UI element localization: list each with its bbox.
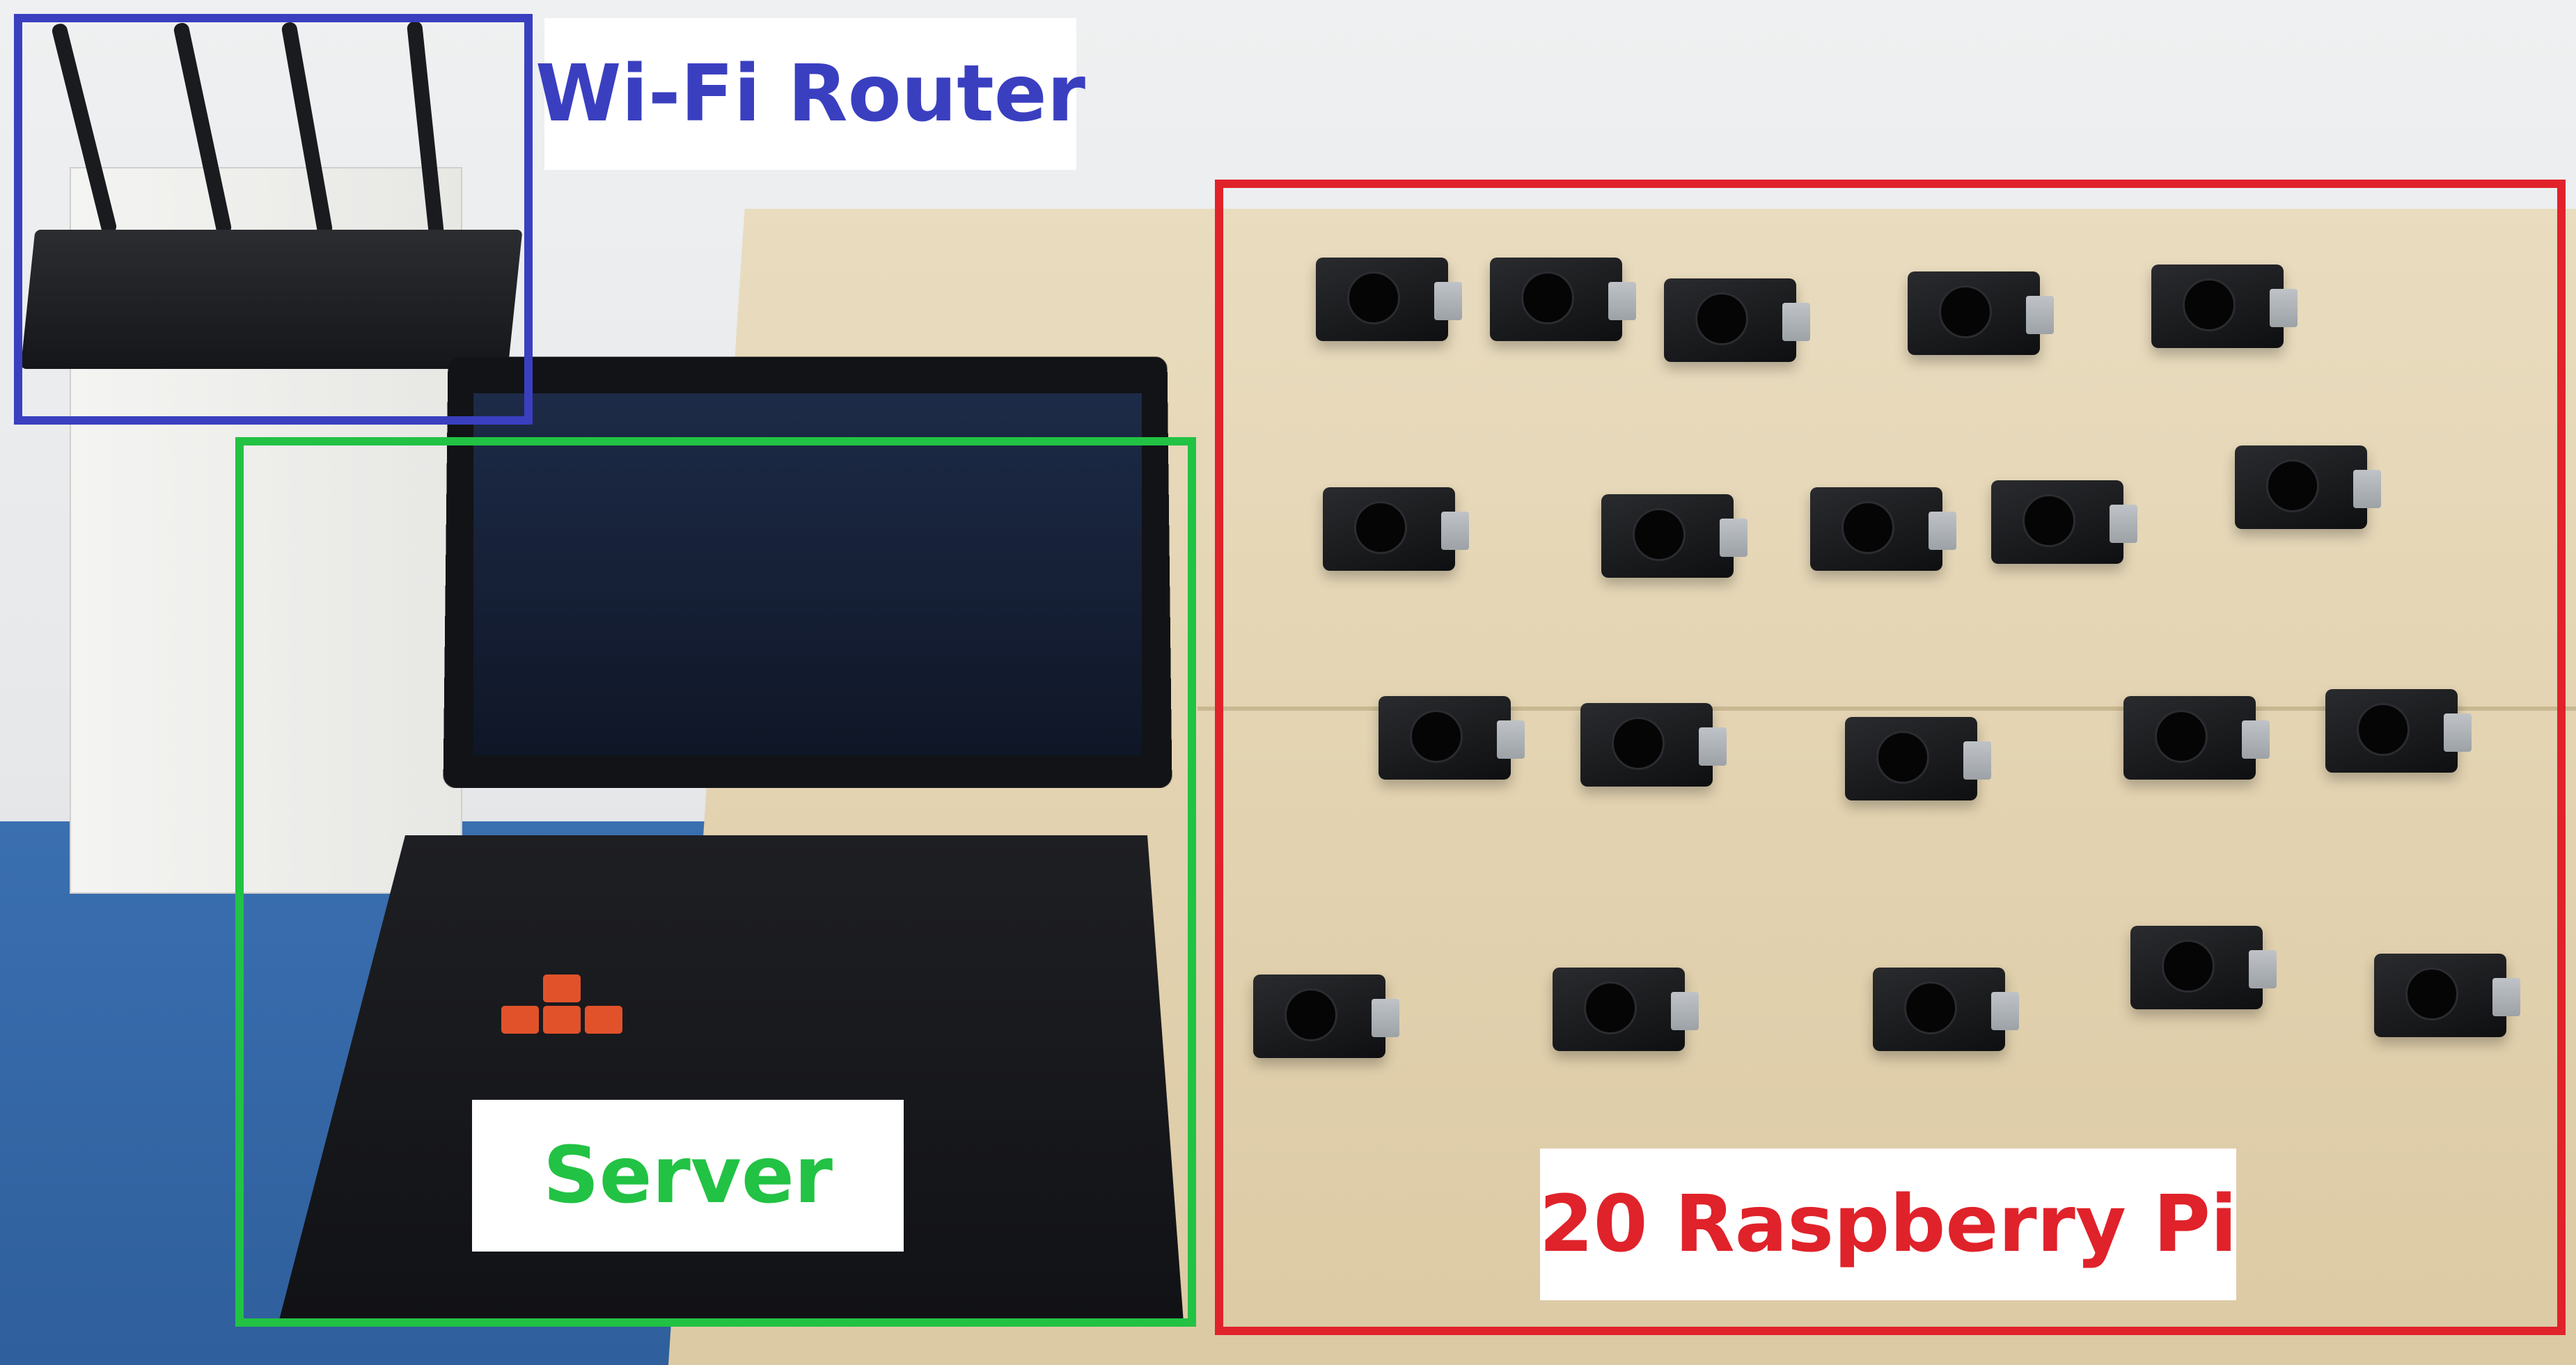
keyboard-key (543, 1006, 581, 1034)
fan-icon (1410, 710, 1463, 763)
raspberry-pi-device (2130, 926, 2277, 1009)
laptop-display (473, 393, 1142, 755)
raspberry-pi-highlight-box (1215, 180, 2566, 1335)
fan-icon (1285, 988, 1337, 1041)
raspberry-pi-label: 20 Raspberry Pi (1539, 1149, 2237, 1300)
raspberry-pi-device (1253, 975, 1399, 1058)
fan-icon (1939, 285, 1992, 338)
router-highlight-box (14, 14, 533, 425)
fan-icon (2183, 278, 2236, 331)
raspberry-pi-device (1810, 487, 1956, 571)
fan-icon (1584, 981, 1637, 1034)
raspberry-pi-device (1873, 968, 2019, 1051)
server-label: Server (472, 1100, 904, 1252)
fan-icon (2266, 459, 2319, 512)
router-label: Wi-Fi Router (535, 18, 1085, 170)
raspberry-pi-device (1845, 717, 1991, 800)
raspberry-pi-device (2374, 954, 2520, 1037)
raspberry-pi-device (2325, 689, 2472, 773)
fan-icon (2357, 703, 2410, 756)
raspberry-pi-device (1323, 487, 1469, 571)
raspberry-pi-device (1580, 703, 1727, 787)
fan-icon (1633, 508, 1686, 561)
raspberry-pi-device (1553, 968, 1699, 1051)
raspberry-pi-device (1991, 480, 2137, 564)
fan-icon (1876, 731, 1929, 784)
table-seam (1197, 707, 2576, 711)
fan-icon (1695, 292, 1748, 345)
keyboard-key (501, 1006, 539, 1034)
fan-icon (1521, 271, 1574, 324)
fan-icon (2405, 968, 2458, 1020)
keyboard-key (585, 1006, 622, 1034)
raspberry-pi-device (1316, 258, 1462, 341)
keyboard-key (543, 975, 581, 1002)
raspberry-pi-device (1379, 696, 1525, 780)
raspberry-pi-device (1908, 271, 2054, 355)
fan-icon (1354, 501, 1407, 554)
fan-icon (1612, 717, 1665, 770)
raspberry-pi-device (1601, 494, 1748, 578)
fan-icon (2155, 710, 2208, 763)
fan-icon (2162, 940, 2215, 993)
fan-icon (1904, 981, 1957, 1034)
fan-icon (1841, 501, 1894, 554)
raspberry-pi-device (1664, 278, 1810, 362)
raspberry-pi-device (1490, 258, 1636, 341)
raspberry-pi-device (2151, 265, 2298, 348)
server-highlight-box (235, 437, 1196, 1327)
raspberry-pi-device (2123, 696, 2270, 780)
raspberry-pi-device (2235, 445, 2381, 529)
fan-icon (1347, 271, 1400, 324)
fan-icon (2023, 494, 2075, 547)
